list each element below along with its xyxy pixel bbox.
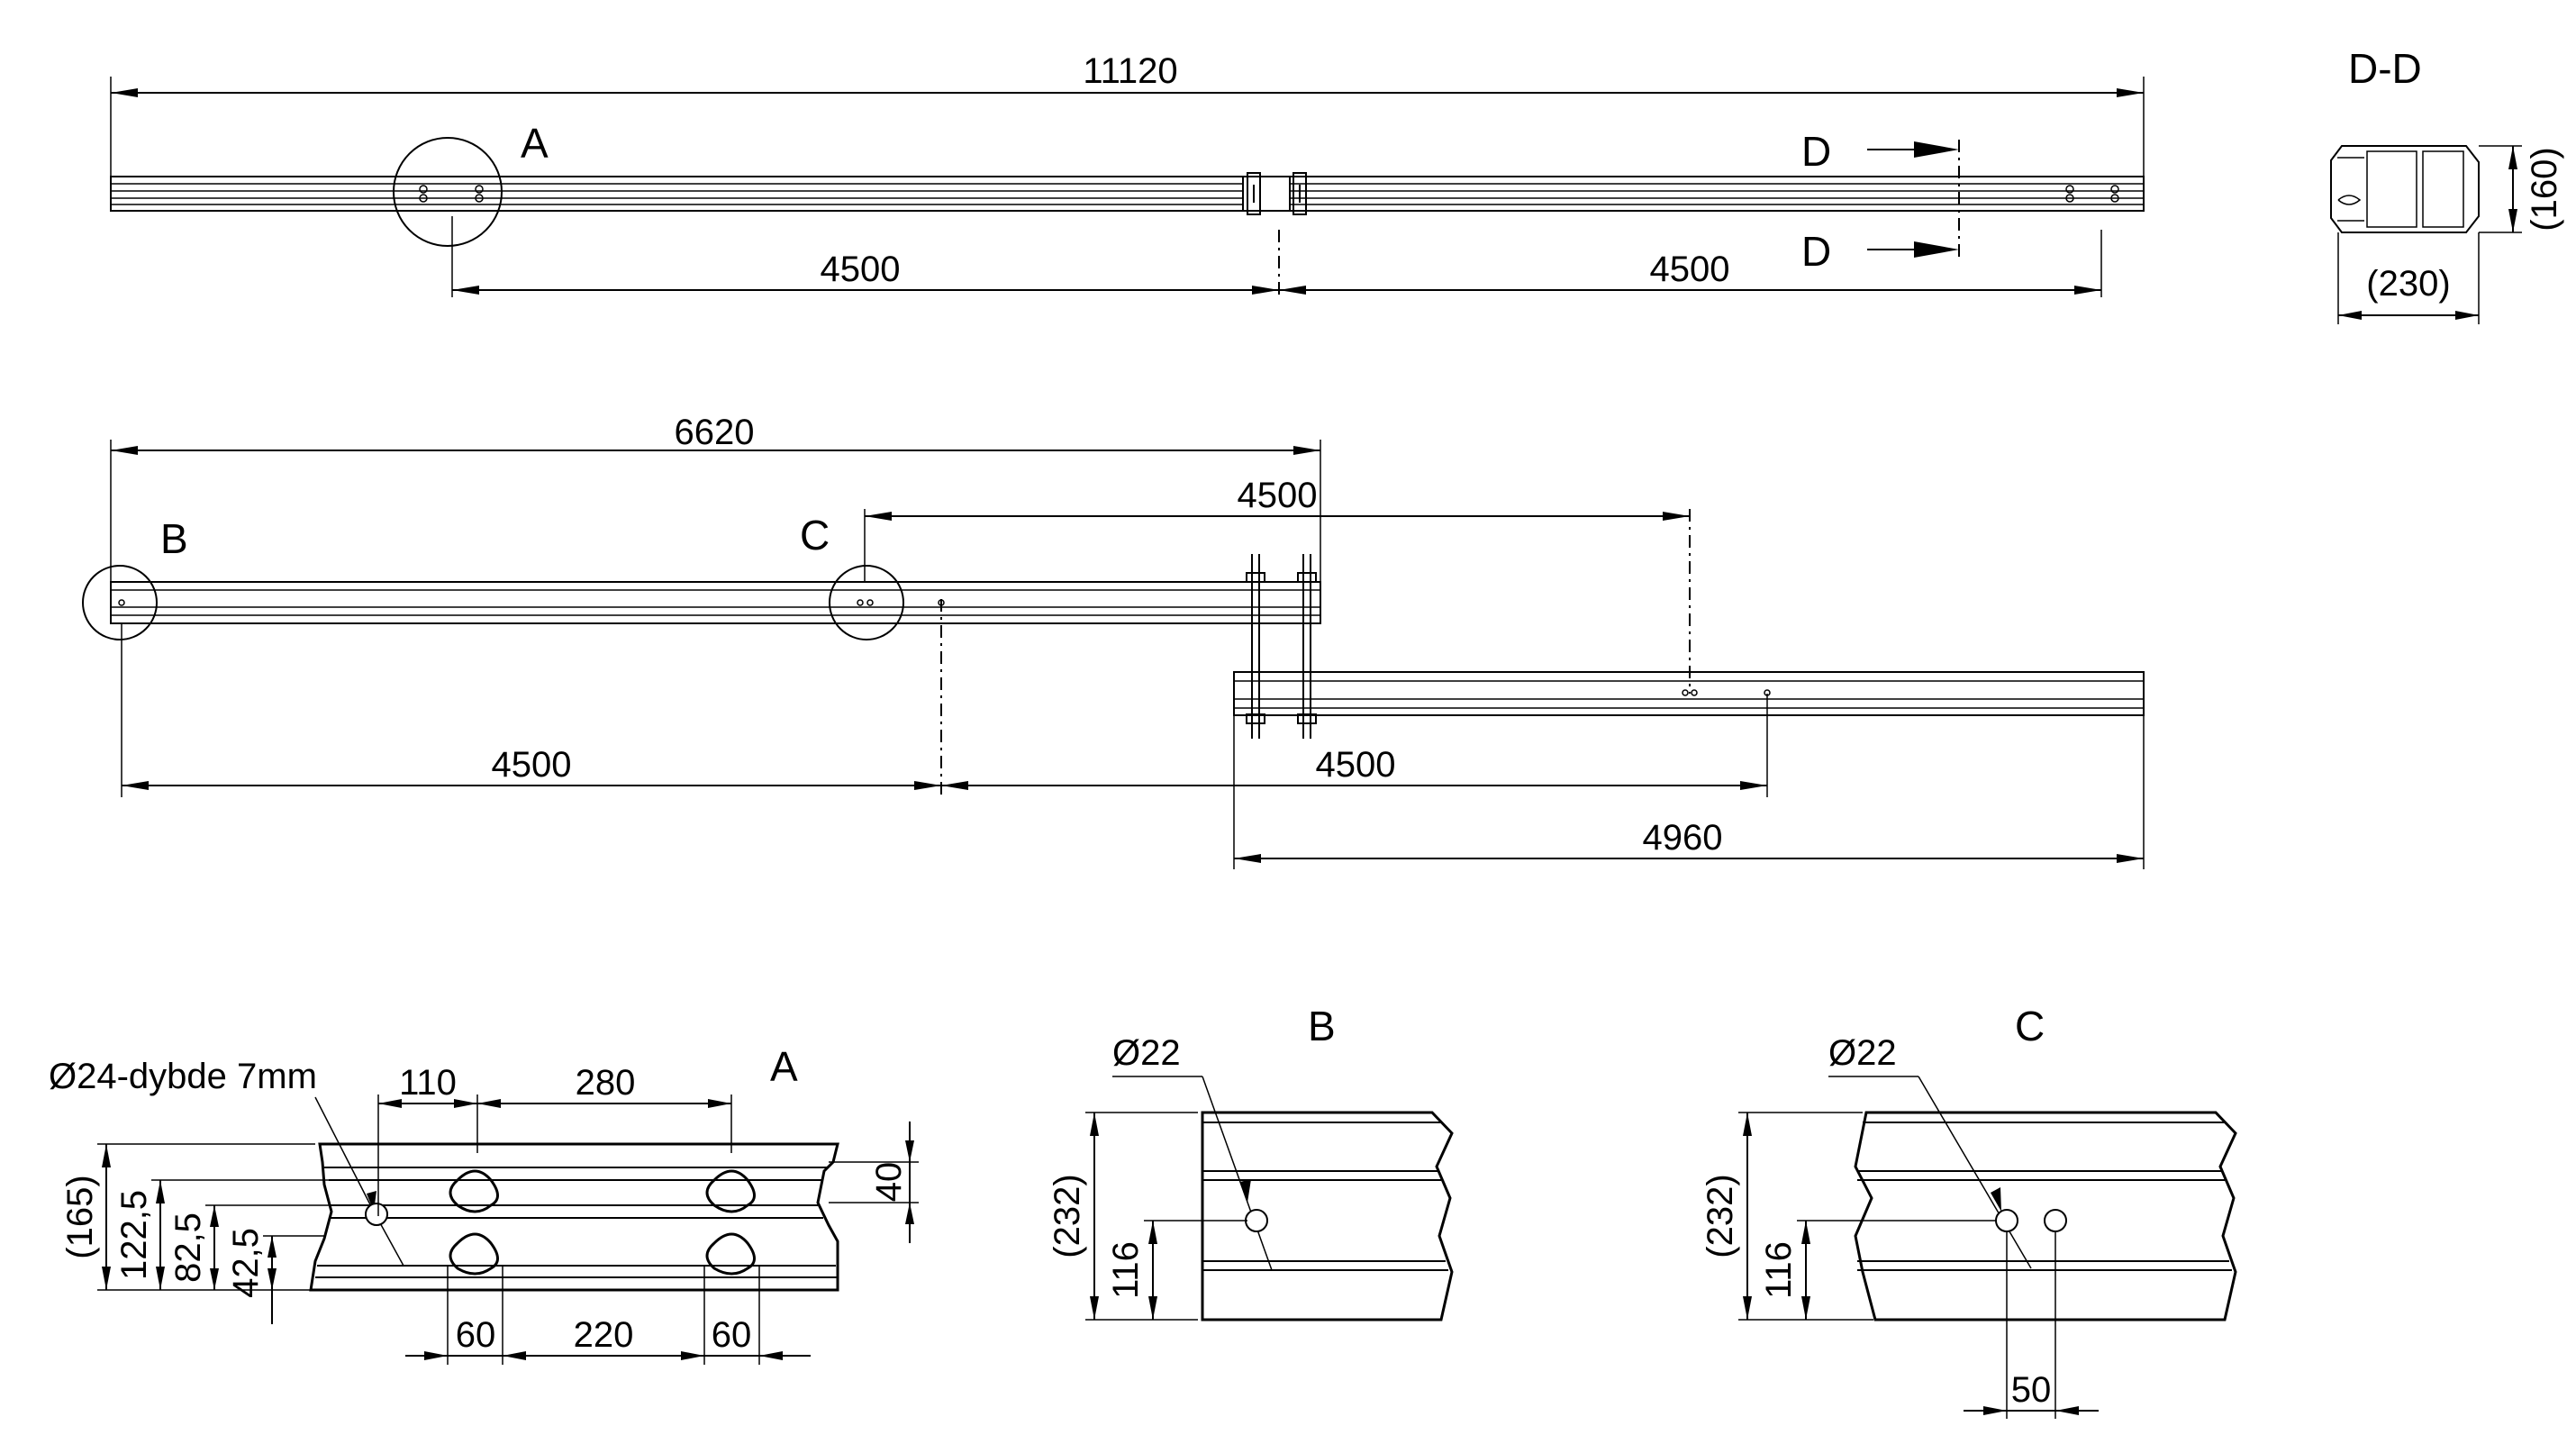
section-dd-width-text: (230): [2366, 264, 2450, 304]
detail-a-marker: [393, 137, 503, 247]
dim-11120-text: 11120: [1083, 51, 1177, 91]
dim-6620: 6620: [110, 413, 1321, 581]
dim-4500-offset: 4500: [864, 476, 1691, 694]
lower-beam: [1233, 671, 2145, 716]
detail-a-dim-1225: 122,5: [114, 1190, 154, 1280]
section-mark-upper: D: [1801, 128, 1831, 175]
detail-a-dim-60-left: 60: [456, 1315, 496, 1355]
detail-b-hole-height-text: 116: [1106, 1241, 1146, 1299]
detail-c: C Ø22 (232) 116 50: [1701, 1003, 2237, 1419]
dim-6620-text: 6620: [675, 413, 755, 452]
upper-beam: [110, 581, 1321, 624]
detail-c-hole-height-text: 116: [1759, 1241, 1799, 1299]
detail-a-dim-110: 110: [399, 1063, 457, 1103]
dim-4500-right-text: 4500: [1650, 250, 1730, 289]
dim-middle-4500-left-text: 4500: [492, 745, 572, 785]
detail-c-hole-spacing-text: 50: [2011, 1370, 2052, 1410]
detail-b: B Ø22 (232) 116: [1048, 1003, 1454, 1321]
detail-b-title: B: [1308, 1003, 1336, 1049]
section-dd-height-text: (160): [2525, 147, 2564, 231]
dim-4960-text: 4960: [1643, 818, 1723, 858]
detail-a: A Ø24-dybde 7mm 110 280: [49, 1043, 919, 1365]
detail-b-hole-note: Ø22: [1112, 1033, 1181, 1073]
section-dd-title: D-D: [2348, 45, 2422, 92]
detail-b-height-text: (232): [1048, 1174, 1087, 1258]
detail-a-title: A: [770, 1043, 798, 1090]
detail-c-hole-note: Ø22: [1828, 1033, 1897, 1073]
dim-middle-4500-right-text: 4500: [1316, 745, 1396, 785]
section-mark-lower: D: [1801, 228, 1831, 275]
dim-4500-offset-text: 4500: [1238, 476, 1318, 515]
top-rail: [110, 172, 2145, 215]
detail-a-dim-165: (165): [60, 1175, 100, 1258]
detail-c-height-text: (232): [1701, 1174, 1740, 1258]
detail-a-hole-note: Ø24-dybde 7mm: [49, 1057, 317, 1096]
dim-overall-length-top: 11120: [110, 51, 2145, 178]
detail-a-dim-825: 82,5: [168, 1212, 208, 1283]
detail-a-dim-40: 40: [869, 1162, 909, 1203]
detail-a-dim-280: 280: [576, 1063, 636, 1103]
detail-b-marker-label: B: [160, 515, 188, 562]
detail-a-dim-425: 42,5: [226, 1228, 266, 1298]
detail-a-dim-60-right: 60: [712, 1315, 752, 1355]
dim-4960: 4960: [1233, 716, 2145, 869]
detail-c-marker-label: C: [800, 512, 830, 559]
dim-top-segments: 4500 4500: [451, 216, 2102, 297]
dim-middle-lower-segments: 4500 4500: [121, 599, 1768, 797]
section-dd: D-D (160) (230): [2330, 45, 2564, 324]
detail-a-dim-220: 220: [574, 1315, 634, 1355]
detail-b-marker: [82, 565, 158, 640]
dim-4500-left-text: 4500: [821, 250, 901, 289]
middle-view: 6620 4500: [82, 413, 2145, 869]
top-view: 11120: [110, 51, 2145, 297]
section-cut-marker: D D: [1801, 128, 1960, 275]
detail-c-marker: [829, 565, 904, 640]
detail-c-title: C: [2015, 1003, 2045, 1049]
detail-a-marker-label: A: [521, 120, 549, 167]
